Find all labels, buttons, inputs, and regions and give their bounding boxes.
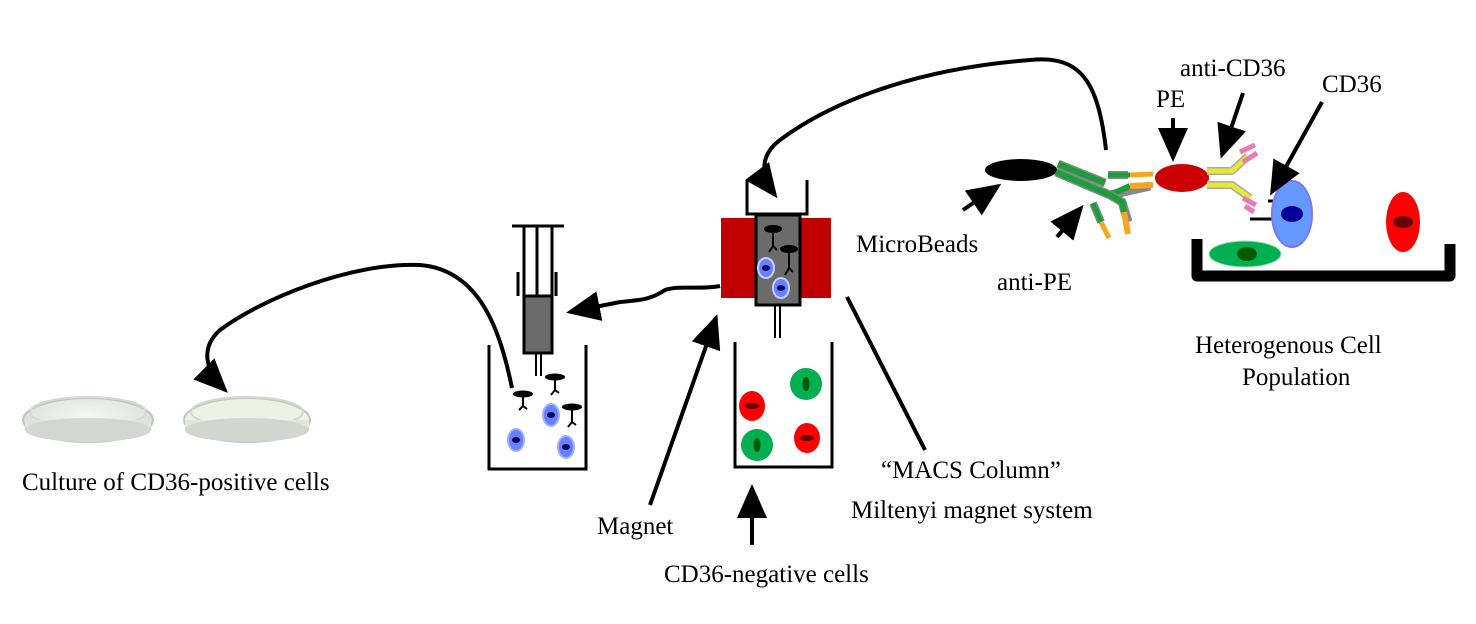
anti-pe-label: anti-PE [997, 269, 1072, 296]
arrow-column-to-syringe [566, 284, 721, 321]
labeled-cells-in-beaker [507, 373, 582, 459]
microbeads-pointer [961, 183, 1002, 216]
macs-column [721, 180, 831, 338]
magnet-pointer [648, 314, 721, 506]
cd36-pointer [1270, 101, 1324, 196]
anti-cd36-label: anti-CD36 [1180, 55, 1286, 82]
cd36-positive-cell [1271, 180, 1313, 248]
population-label: Population [1242, 364, 1351, 391]
green-cell [1208, 240, 1282, 268]
syringe [512, 224, 564, 376]
macs-system-label: Miltenyi magnet system [851, 497, 1093, 524]
red-cell [739, 391, 765, 421]
green-cell [790, 368, 822, 400]
culture-label: Culture of CD36-positive cells [22, 469, 330, 496]
microbeads-label: MicroBeads [856, 231, 978, 258]
magnet-label: Magnet [597, 513, 673, 540]
anti-cd36-antibody [1207, 142, 1259, 215]
anti-pe-antibody [1054, 159, 1154, 240]
anti-cd36-pointer [1217, 92, 1246, 159]
cd36-label: CD36 [1322, 71, 1382, 98]
petri-dish-1 [22, 396, 154, 443]
negative-beaker [733, 342, 834, 469]
pe-fluorophore [1155, 164, 1209, 192]
column-pointer [845, 296, 927, 451]
positive-beaker [487, 345, 588, 471]
green-cell [741, 429, 773, 461]
red-cell [1386, 192, 1420, 252]
anti-pe-pointer [1050, 204, 1084, 241]
red-cell [794, 423, 820, 453]
macs-column-label: “MACS Column” [881, 457, 1061, 484]
petri-dish-2 [183, 396, 311, 443]
heterogenous-label: Heterogenous Cell [1195, 332, 1382, 359]
arrow-beaker-to-dish [193, 262, 514, 393]
arrow-antibody-to-column [745, 57, 1108, 199]
culture-dish-tray [1191, 239, 1456, 282]
microbead [985, 159, 1057, 181]
pe-label: PE [1156, 86, 1185, 113]
cd36-negative-label: CD36-negative cells [664, 561, 869, 588]
